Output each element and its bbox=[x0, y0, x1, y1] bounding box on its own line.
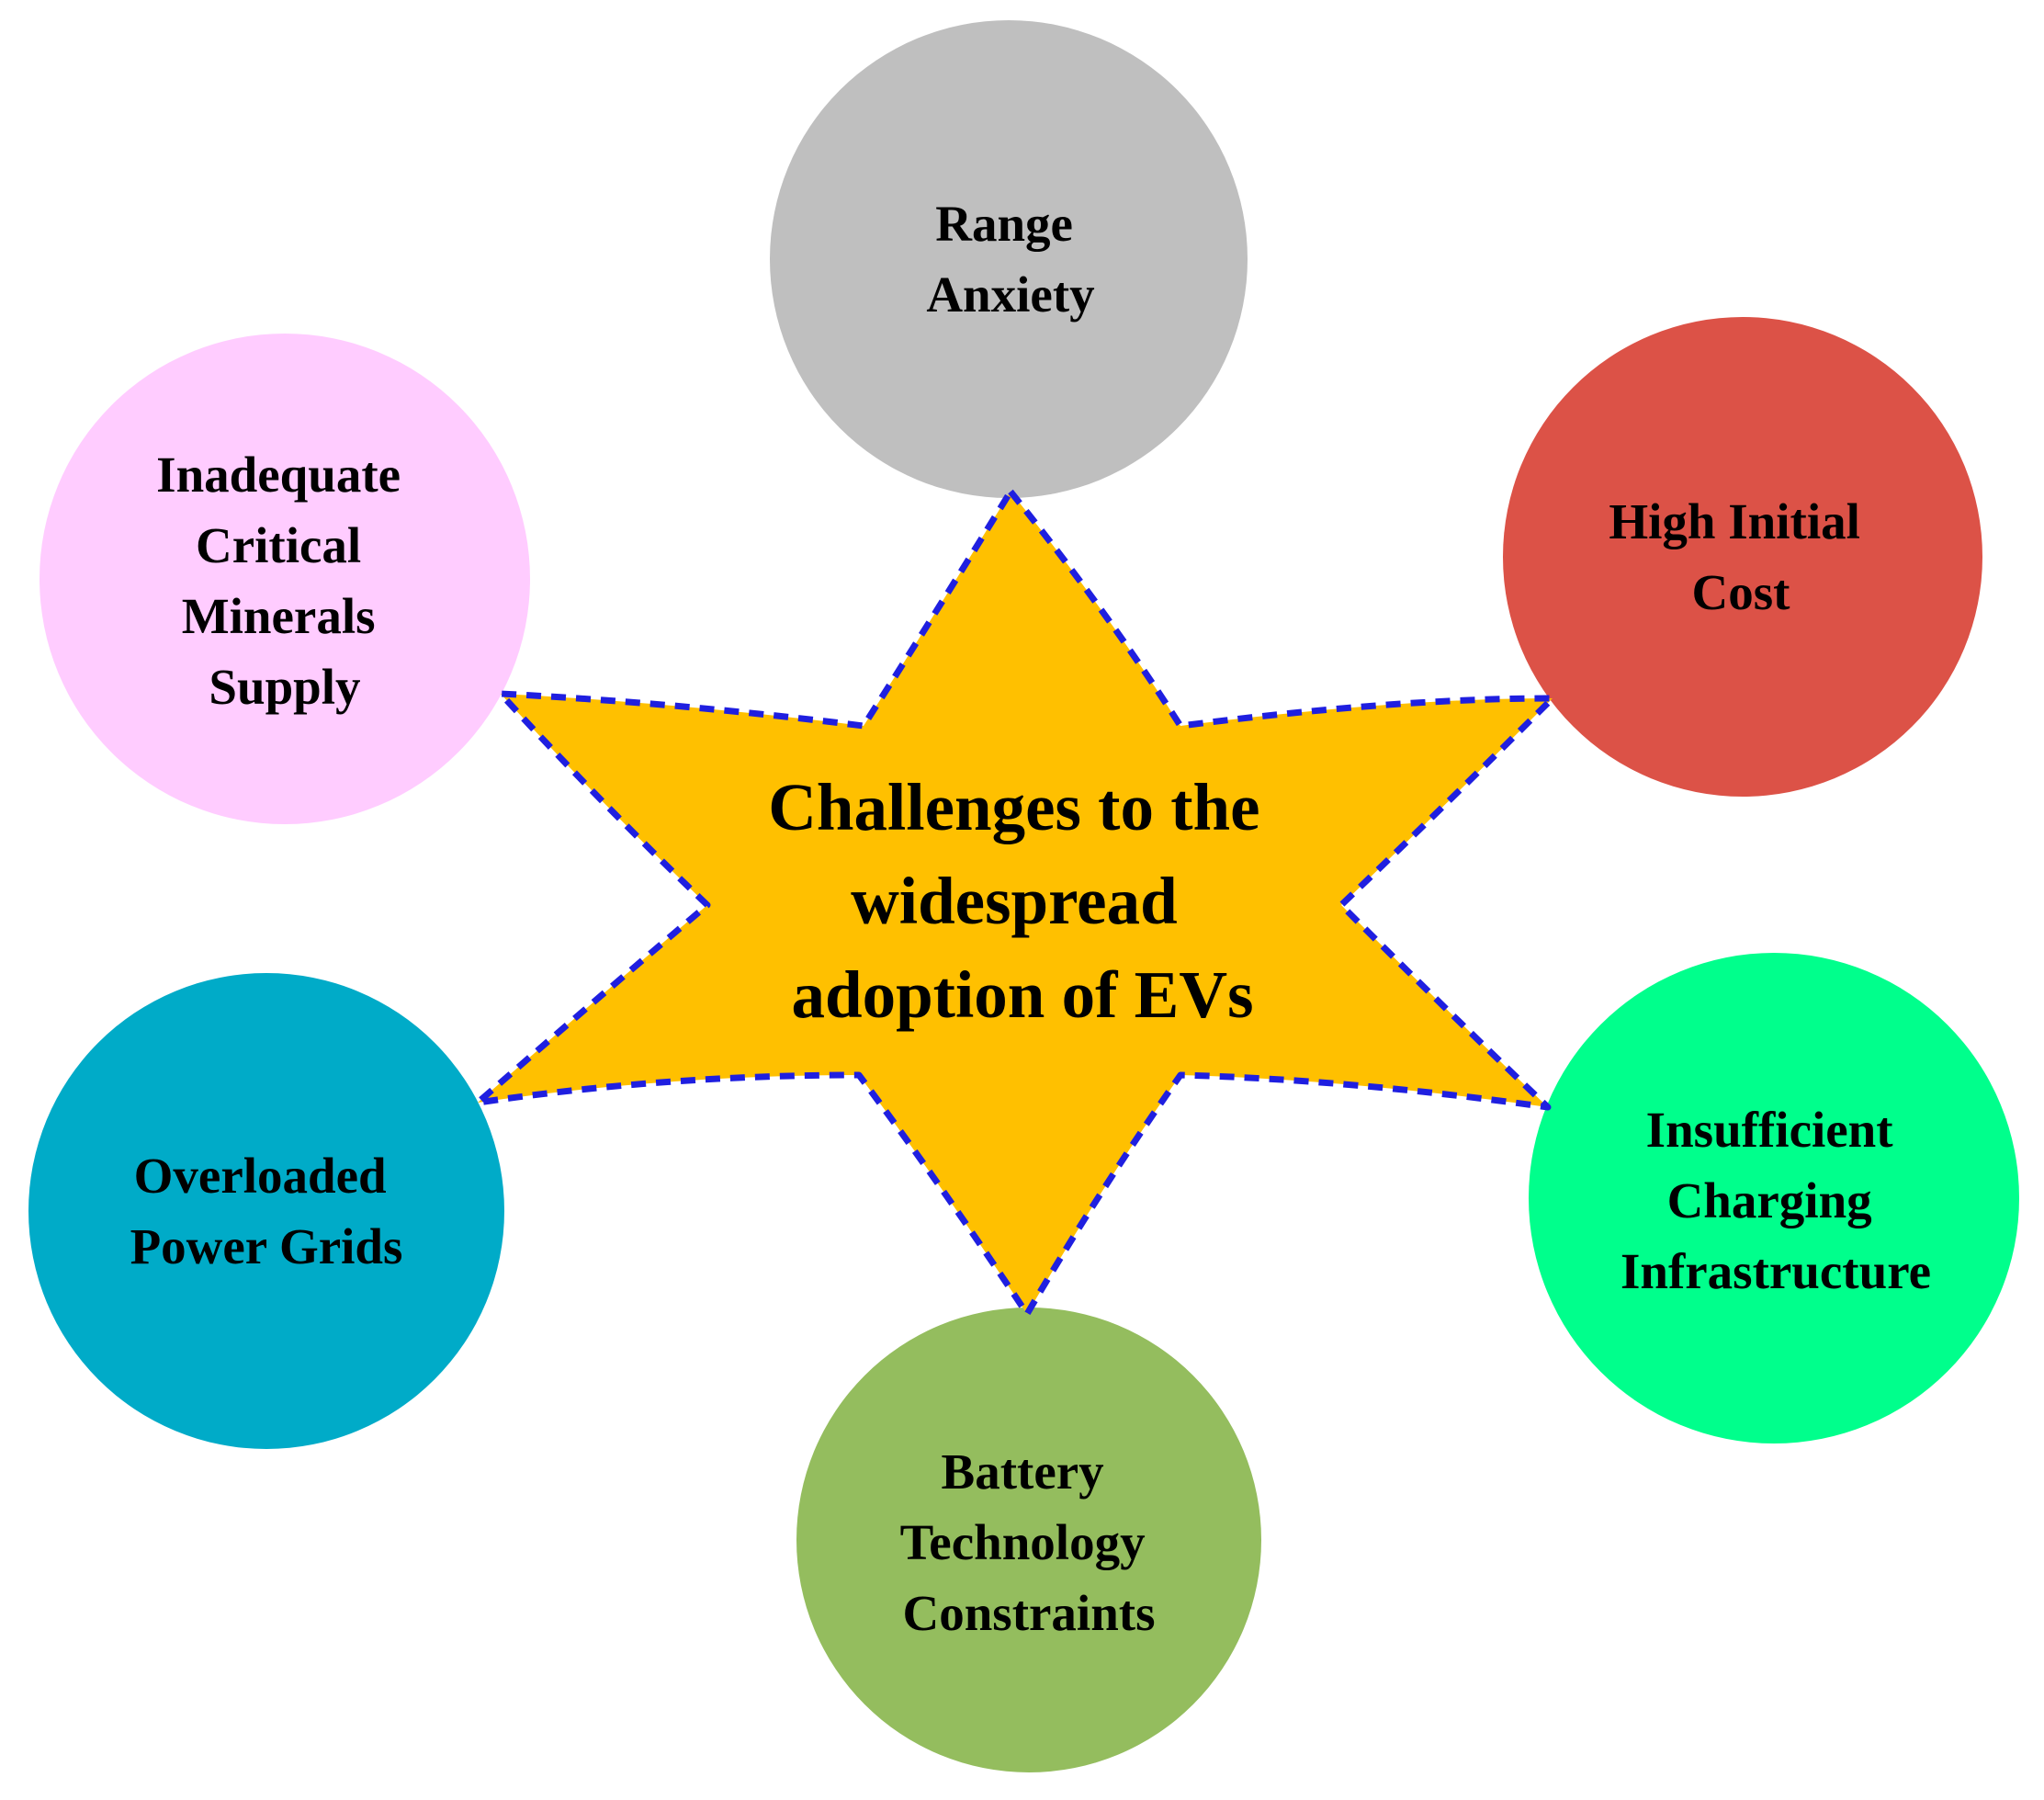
node-label-line: Cost bbox=[1692, 564, 1791, 620]
high-initial-cost-label: High Initial Cost bbox=[1609, 493, 1872, 620]
node-label-line: Critical bbox=[196, 517, 361, 573]
insufficient-charging-infrastructure-label: Insufficient Charging Infrastructure bbox=[1621, 1102, 1931, 1299]
node-label-line: Charging bbox=[1667, 1172, 1872, 1228]
node-label-line: Technology bbox=[900, 1514, 1146, 1570]
central-title-line: adoption of EVs bbox=[791, 957, 1253, 1032]
central-title: Challenges to the widespread adoption of… bbox=[768, 770, 1277, 1032]
overloaded-power-grids-circle bbox=[28, 973, 504, 1449]
node-label-line: Battery bbox=[942, 1443, 1104, 1500]
range-anxiety-label: Range Anxiety bbox=[926, 196, 1094, 323]
overloaded-power-grids-label: Overloaded Power Grids bbox=[130, 1148, 403, 1274]
high-initial-cost-circle bbox=[1503, 317, 1982, 797]
central-title-line: Challenges to the bbox=[768, 770, 1259, 844]
node-label-line: Overloaded bbox=[134, 1148, 387, 1204]
inadequate-critical-minerals-supply-circle bbox=[40, 334, 530, 824]
node-label-line: Range bbox=[935, 196, 1073, 252]
central-title-line: widespread bbox=[851, 864, 1178, 938]
node-label-line: Insufficient bbox=[1646, 1102, 1894, 1158]
node-label-line: Infrastructure bbox=[1621, 1243, 1931, 1299]
battery-technology-constraints-label: Battery Technology Constraints bbox=[900, 1443, 1158, 1641]
insufficient-charging-infrastructure-circle bbox=[1529, 953, 2019, 1443]
inadequate-critical-minerals-supply-label: Inadequate Critical Minerals Supply bbox=[156, 447, 413, 715]
node-label-line: Inadequate bbox=[156, 447, 401, 503]
battery-technology-constraints-circle bbox=[796, 1308, 1261, 1772]
node-label-line: Supply bbox=[209, 659, 360, 715]
node-label-line: High Initial bbox=[1609, 493, 1860, 549]
node-label-line: Anxiety bbox=[926, 266, 1094, 323]
node-label-line: Minerals bbox=[182, 588, 376, 644]
range-anxiety-circle bbox=[770, 20, 1248, 498]
node-label-line: Constraints bbox=[902, 1585, 1155, 1641]
central-star bbox=[474, 488, 1556, 1318]
node-label-line: Power Grids bbox=[130, 1218, 403, 1274]
challenge-circles bbox=[28, 20, 2019, 1772]
